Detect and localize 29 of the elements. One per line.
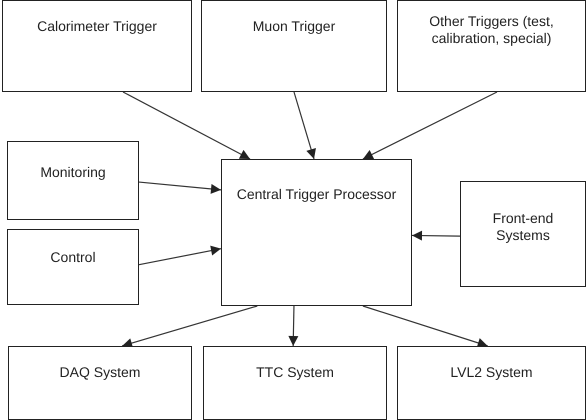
box-label: Control bbox=[49, 249, 97, 266]
box-label: Calorimeter Trigger bbox=[36, 18, 158, 35]
process-box bbox=[203, 346, 387, 420]
box-label: Monitoring bbox=[39, 164, 107, 181]
process-box bbox=[221, 159, 412, 306]
process-box bbox=[460, 181, 586, 287]
box-label: Other Triggers (test, calibration, special) bbox=[428, 13, 555, 47]
arrow bbox=[293, 92, 316, 160]
arrow bbox=[138, 246, 222, 266]
box-label: LVL2 System bbox=[449, 364, 534, 381]
process-box bbox=[397, 346, 586, 420]
box-label: TTC System bbox=[255, 364, 335, 381]
process-box bbox=[7, 141, 139, 220]
process-box bbox=[2, 0, 192, 92]
process-box bbox=[8, 346, 192, 420]
arrow bbox=[362, 305, 488, 348]
process-box bbox=[201, 0, 387, 92]
process-box bbox=[397, 0, 586, 92]
arrow bbox=[122, 91, 250, 160]
arrow bbox=[412, 230, 460, 241]
arrow bbox=[122, 305, 258, 348]
arrow bbox=[138, 181, 222, 194]
process-box bbox=[7, 229, 139, 305]
box-label: Front-end Systems bbox=[492, 210, 554, 244]
box-label: DAQ System bbox=[58, 364, 142, 381]
box-label: Central Trigger Processor bbox=[236, 186, 398, 203]
box-label: Muon Trigger bbox=[252, 18, 336, 35]
arrow bbox=[362, 91, 498, 160]
arrow bbox=[288, 306, 298, 346]
